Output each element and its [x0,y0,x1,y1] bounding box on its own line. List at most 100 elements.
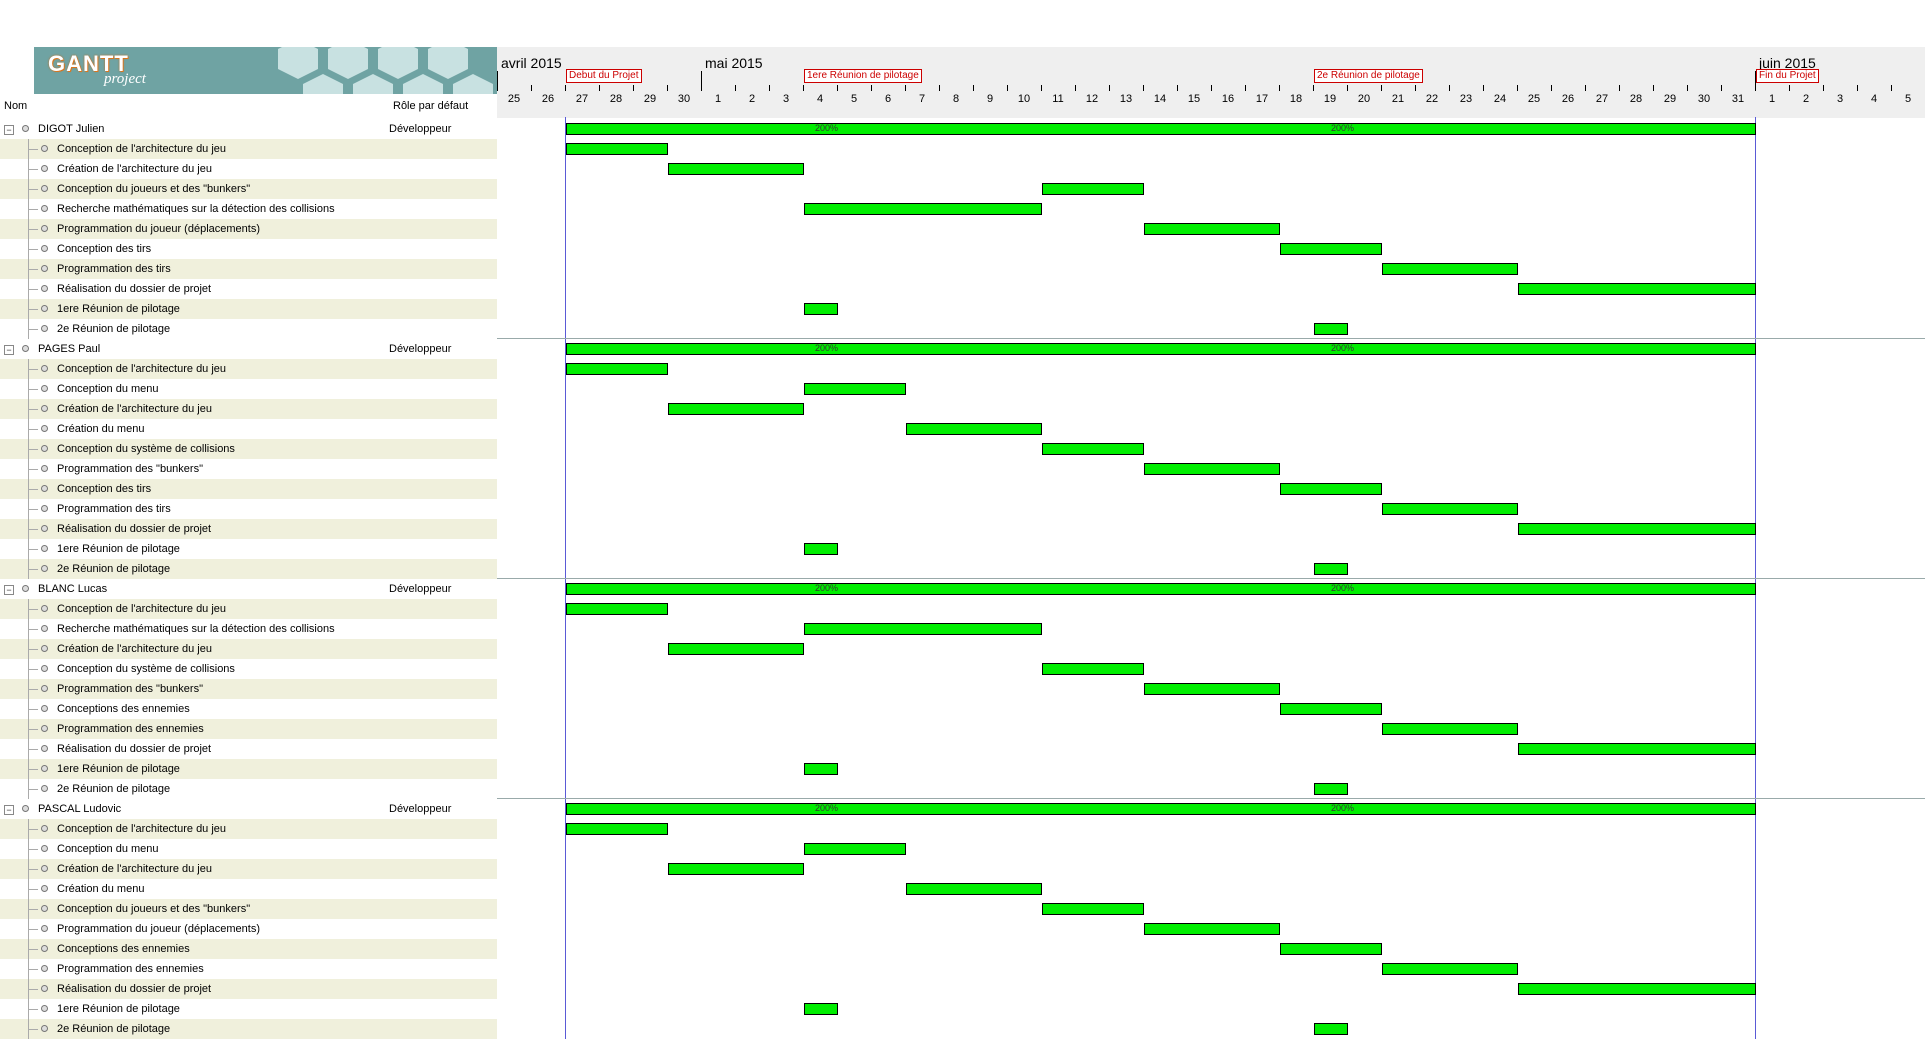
task-row[interactable]: Création de l'architecture du jeu [0,399,497,419]
task-row[interactable]: Réalisation du dossier de projet [0,519,497,539]
task-bar[interactable] [804,843,906,855]
task-bar[interactable] [1280,243,1382,255]
task-bar[interactable] [1382,723,1518,735]
task-bar[interactable] [1382,963,1518,975]
task-bar[interactable] [804,383,906,395]
collapse-toggle-icon[interactable]: − [4,125,14,135]
task-bar[interactable] [1144,223,1280,235]
task-bar[interactable] [1280,483,1382,495]
task-row[interactable]: Programmation des tirs [0,259,497,279]
day-label: 29 [643,93,657,105]
task-bar[interactable] [804,543,838,555]
task-bar[interactable] [566,143,668,155]
task-row[interactable]: Programmation du joueur (déplacements) [0,219,497,239]
task-bar[interactable] [668,863,804,875]
task-row[interactable]: Conception du système de collisions [0,659,497,679]
task-row[interactable]: Programmation du joueur (déplacements) [0,919,497,939]
task-row[interactable]: Réalisation du dossier de projet [0,979,497,999]
task-icon [41,625,48,632]
task-row[interactable]: 2e Réunion de pilotage [0,779,497,799]
task-bar[interactable] [1518,283,1756,295]
task-bar[interactable] [1382,263,1518,275]
task-bar[interactable] [1280,943,1382,955]
task-row[interactable]: 1ere Réunion de pilotage [0,299,497,319]
task-row[interactable]: Réalisation du dossier de projet [0,739,497,759]
summary-bar[interactable]: 200%200% [566,583,1756,595]
task-bar[interactable] [566,603,668,615]
task-bar[interactable] [566,363,668,375]
summary-bar[interactable]: 200%200% [566,803,1756,815]
task-bar[interactable] [906,883,1042,895]
task-bar[interactable] [1314,783,1348,795]
task-row[interactable]: Programmation des "bunkers" [0,459,497,479]
task-row[interactable]: Programmation des "bunkers" [0,679,497,699]
task-bar[interactable] [1314,563,1348,575]
summary-bar[interactable]: 200%200% [566,343,1756,355]
task-row[interactable]: Conception des tirs [0,239,497,259]
task-bar[interactable] [804,763,838,775]
task-bar[interactable] [1042,663,1144,675]
collapse-toggle-icon[interactable]: − [4,805,14,815]
task-bar[interactable] [1518,983,1756,995]
task-row[interactable]: Recherche mathématiques sur la détection… [0,619,497,639]
task-row[interactable]: Conception de l'architecture du jeu [0,359,497,379]
task-bar[interactable] [668,643,804,655]
task-row[interactable]: Création de l'architecture du jeu [0,859,497,879]
task-bar[interactable] [1518,743,1756,755]
task-row[interactable]: Programmation des ennemies [0,959,497,979]
task-bar[interactable] [1314,323,1348,335]
task-bar[interactable] [1280,703,1382,715]
task-bar[interactable] [804,203,1042,215]
task-bar[interactable] [1144,463,1280,475]
task-row[interactable]: Conception de l'architecture du jeu [0,139,497,159]
task-bar[interactable] [1518,523,1756,535]
task-row[interactable]: Conception de l'architecture du jeu [0,599,497,619]
task-bar[interactable] [668,403,804,415]
task-bar[interactable] [1144,683,1280,695]
task-bar[interactable] [804,1003,838,1015]
task-bar[interactable] [1042,443,1144,455]
task-row[interactable]: Création de l'architecture du jeu [0,159,497,179]
task-row[interactable]: 2e Réunion de pilotage [0,319,497,339]
task-row[interactable]: 2e Réunion de pilotage [0,559,497,579]
task-row[interactable]: Conception du joueurs et des "bunkers" [0,899,497,919]
column-header-name[interactable]: Nom [4,100,28,112]
task-row[interactable]: Conception du système de collisions [0,439,497,459]
task-row[interactable]: Programmation des tirs [0,499,497,519]
task-row[interactable]: Recherche mathématiques sur la détection… [0,199,497,219]
task-row[interactable]: Programmation des ennemies [0,719,497,739]
task-row[interactable]: 2e Réunion de pilotage [0,1019,497,1039]
task-bar[interactable] [1382,503,1518,515]
task-row[interactable]: Conception du joueurs et des "bunkers" [0,179,497,199]
task-row[interactable]: Conception du menu [0,379,497,399]
task-bar[interactable] [804,303,838,315]
task-row[interactable]: 1ere Réunion de pilotage [0,999,497,1019]
task-row[interactable]: Conceptions des ennemies [0,699,497,719]
task-row[interactable]: Conception de l'architecture du jeu [0,819,497,839]
task-bar[interactable] [668,163,804,175]
task-bar[interactable] [1314,1023,1348,1035]
task-row[interactable]: 1ere Réunion de pilotage [0,539,497,559]
task-row[interactable]: Conceptions des ennemies [0,939,497,959]
task-row[interactable]: Conception des tirs [0,479,497,499]
task-row[interactable]: 1ere Réunion de pilotage [0,759,497,779]
collapse-toggle-icon[interactable]: − [4,345,14,355]
collapse-toggle-icon[interactable]: − [4,585,14,595]
summary-bar[interactable]: 200%200% [566,123,1756,135]
task-bar[interactable] [906,423,1042,435]
task-bar[interactable] [1042,903,1144,915]
task-bar[interactable] [1144,923,1280,935]
task-row[interactable]: Création du menu [0,879,497,899]
task-row[interactable]: Création de l'architecture du jeu [0,639,497,659]
task-row[interactable]: Création du menu [0,419,497,439]
task-bar[interactable] [566,823,668,835]
task-row[interactable]: Réalisation du dossier de projet [0,279,497,299]
task-bar[interactable] [804,623,1042,635]
task-row[interactable]: Conception du menu [0,839,497,859]
task-bar[interactable] [1042,183,1144,195]
column-header-role[interactable]: Rôle par défaut [393,100,469,112]
